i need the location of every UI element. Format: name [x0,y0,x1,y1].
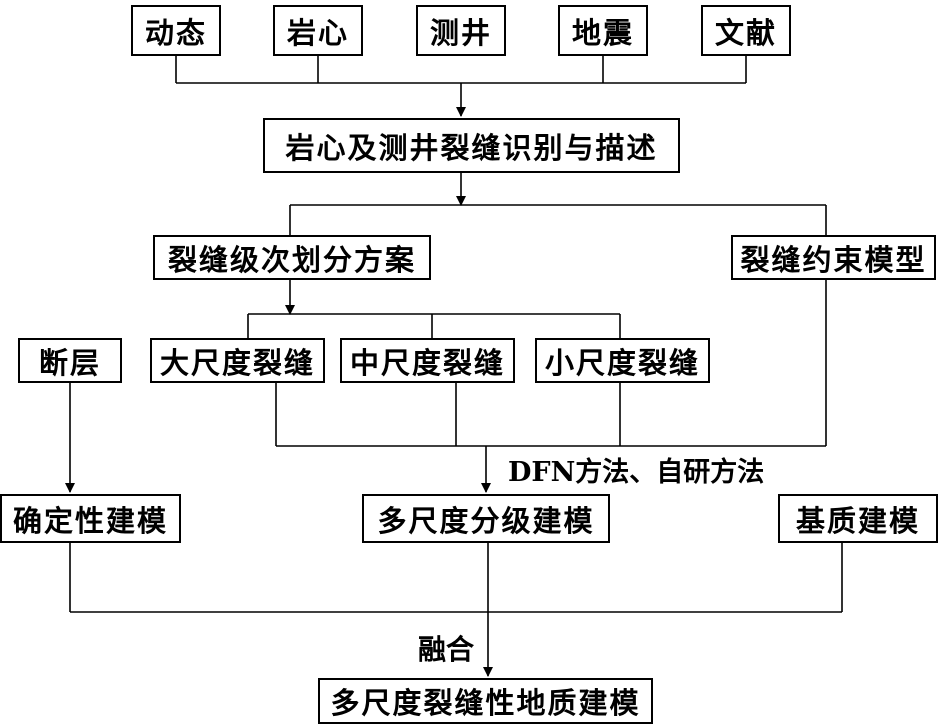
source-box-seismic: 地震 [558,5,648,56]
fusion-label: 融合 [418,633,475,666]
large-scale-fracture-box: 大尺度裂缝 [150,338,325,383]
source-box-well-log: 测井 [416,5,506,56]
final-geological-modeling-box: 多尺度裂缝性地质建模 [318,678,653,724]
source-box-dynamic: 动态 [131,5,221,56]
fracture-constraint-model-box: 裂缝约束模型 [731,235,936,280]
fault-box: 断层 [18,338,122,383]
multiscale-modeling-box: 多尺度分级建模 [362,494,610,543]
source-box-literature: 文献 [701,5,791,56]
fracture-classification-scheme-box: 裂缝级次划分方案 [153,235,431,280]
matrix-modeling-box: 基质建模 [778,494,938,543]
source-box-core: 岩心 [273,5,363,56]
small-scale-fracture-box: 小尺度裂缝 [535,338,710,383]
method-label: DFN方法、自研方法 [508,457,765,488]
deterministic-modeling-box: 确定性建模 [0,494,181,543]
medium-scale-fracture-box: 中尺度裂缝 [340,338,515,383]
fracture-identification-box: 岩心及测井裂缝识别与描述 [263,118,680,173]
